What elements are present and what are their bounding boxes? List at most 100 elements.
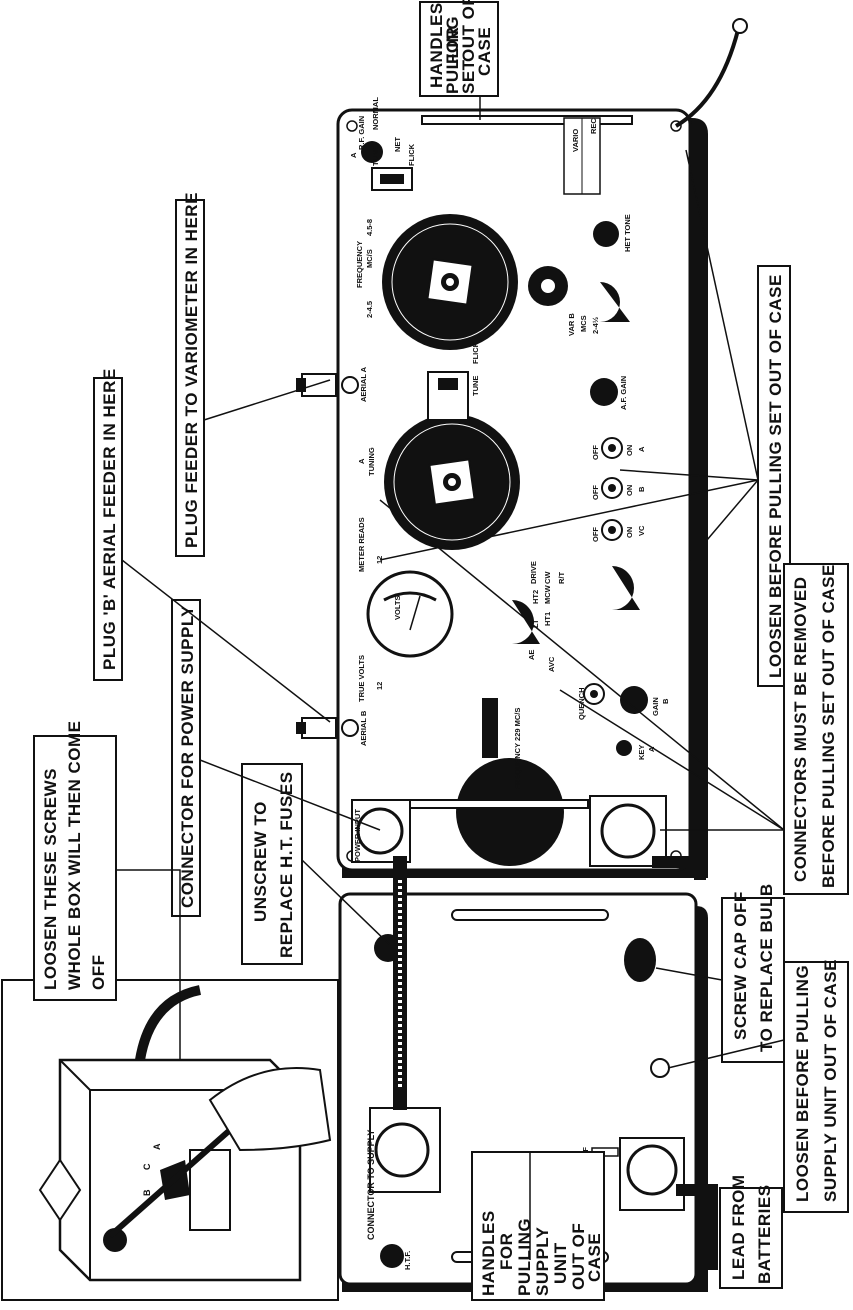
aerial-b-socket [341, 719, 359, 737]
tuning-a-label: A [357, 458, 366, 464]
connectors-removed-line-1: CONNECTORS MUST BE REMOVED [791, 577, 810, 883]
aerial-a-plug[interactable] [296, 378, 306, 392]
handles-set-line-3: PULLING [443, 16, 462, 94]
callout-box-plug-b [93, 377, 123, 681]
handles-supply-line-5: UNIT [551, 1242, 570, 1284]
aerial-b-connector[interactable] [301, 717, 337, 739]
vernier-knob-center [539, 277, 557, 295]
leader-loosen-set-4 [689, 479, 759, 561]
loosen-screws-line-1: LOOSEN THESE SCREWS [41, 768, 60, 990]
callout-plug-b: PLUG 'B' AERIAL FEEDER IN HERE [100, 368, 119, 670]
lead-from-batteries [676, 1184, 718, 1270]
connectors-removed-line-2: BEFORE PULLING SET OUT OF CASE [819, 564, 838, 888]
handles-supply-line-4: SUPPLY [533, 1226, 552, 1296]
leader-screw-cap [655, 967, 723, 981]
tune-switch-lever-a[interactable] [380, 174, 404, 184]
band-b-label: 2-4½ [591, 317, 600, 334]
key-a-label: A [647, 746, 656, 752]
handles-set-line-6: CASE [475, 27, 494, 76]
rf-gain-label: R.F. GAIN [357, 116, 366, 150]
speaker-grille [456, 758, 564, 866]
callout-loosen-set: LOOSEN BEFORE PULLING SET OUT OF CASE [766, 274, 785, 678]
toggle-switch-vc-center [608, 526, 616, 534]
ht-fuse-label: H.T.F. [403, 1251, 412, 1270]
bulb-cap[interactable] [624, 938, 656, 982]
unscrew-fuses-line-1: UNSCREW TO [251, 801, 270, 922]
handles-set-line-5: OUT OF [459, 0, 478, 62]
gain-b-knob[interactable] [620, 686, 648, 714]
callout-box-handles-set [419, 1, 499, 97]
aerial-a-connector[interactable] [301, 373, 337, 397]
mcs-label: MC/S [365, 249, 374, 268]
rt-label: R/T [557, 572, 566, 585]
gain-b-label: B [661, 698, 670, 704]
quench-knob-center [590, 690, 598, 698]
aerial-a-label: AERIAL A [359, 366, 368, 402]
transceiver-panel: VARIO REC [296, 97, 708, 878]
battery-connector-socket[interactable] [626, 1144, 678, 1196]
ht-fuse-cap[interactable] [380, 1244, 404, 1268]
flick-label-b: FLICK [471, 341, 480, 364]
lower-connector-socket[interactable] [600, 803, 656, 859]
voltmeter-needle [409, 595, 421, 631]
avc-label: AVC [547, 656, 556, 672]
dial-b-boss [448, 478, 456, 486]
callout-box-plug-feeder [175, 199, 205, 557]
af-gain-knob[interactable] [590, 378, 618, 406]
corner-screw-icon[interactable] [346, 120, 358, 132]
rf-gain-a-label: A [349, 152, 358, 158]
switch-on-label-a: ON [625, 445, 634, 456]
aerial-b-plug[interactable] [296, 722, 306, 734]
switch-off-label-a: OFF [591, 445, 600, 460]
flick-label-a: FLICK [407, 143, 416, 166]
lead-batteries-line-2: BATTERIES [755, 1184, 774, 1284]
supply-handle-left [451, 909, 609, 921]
connector-supply-label: CONNECTOR TO SUPPLY [366, 1130, 376, 1240]
leader-loosen-set-1 [685, 149, 759, 481]
handle-bar-top [421, 115, 633, 125]
ae-selector-knob[interactable] [512, 600, 540, 644]
inset-label-c: C [142, 1163, 152, 1170]
supply-connector-socket[interactable] [374, 1122, 430, 1178]
cw-selector-knob[interactable] [612, 566, 640, 610]
true-volts-label: TRUE VOLTS [357, 655, 366, 702]
callout-box-connector-power [171, 599, 201, 917]
leader-loosen-set-3 [619, 469, 759, 481]
tune-switch-lever-b[interactable] [438, 378, 458, 390]
callout-box-lead-batteries [719, 1187, 783, 1289]
switch-label-a: A [637, 446, 646, 452]
volts-label: VOLTS [393, 596, 402, 620]
tune-b-label: TUNE [471, 376, 480, 396]
callout-box-loosen-screws [33, 735, 117, 1001]
ht1-label: HT1 [543, 612, 552, 626]
switch-label-vc: VC [637, 525, 646, 536]
dial-a-boss [446, 278, 454, 286]
band-45-8-label: 4.5-8 [365, 219, 374, 236]
gain-label: GAIN [651, 697, 660, 716]
rf-gain-knob[interactable] [361, 141, 383, 163]
voltmeter-scale [383, 591, 437, 602]
loosen-screws-line-3: OFF [89, 955, 108, 991]
callout-plug-feeder: PLUG FEEDER TO VARIOMETER IN HERE [182, 192, 201, 548]
band-2-45-label: 2-4.5 [365, 301, 374, 318]
leader-plug-feeder [203, 379, 331, 421]
leader-connectors-3 [559, 689, 785, 831]
supply-screw[interactable] [650, 1058, 670, 1078]
loosen-supply-line-1: LOOSEN BEFORE PULLING [793, 965, 812, 1202]
loosen-supply-line-2: SUPPLY UNIT OUT OF CASE [821, 959, 840, 1202]
loosen-screws-line-2: WHOLE BOX WILL THEN COME [65, 720, 84, 990]
toggle-switch-a-center [608, 444, 616, 452]
key-a-socket[interactable] [616, 740, 632, 756]
var-b-pointer-knob[interactable] [600, 282, 630, 322]
inset-cable [135, 985, 202, 1061]
handles-set-line-1: HANDLES [427, 2, 446, 88]
het-tone-knob[interactable] [593, 221, 619, 247]
true-volts-value: 12 [375, 682, 384, 690]
leader-connector-power [199, 759, 381, 831]
callout-connector-power: CONNECTOR FOR POWER SUPPLY [178, 605, 197, 908]
vario-label: VARIO [571, 129, 580, 152]
handles-supply-line-1: HANDLES [479, 1210, 498, 1296]
power-input-socket[interactable] [356, 807, 404, 855]
callout-box-handles-supply [471, 1151, 605, 1301]
